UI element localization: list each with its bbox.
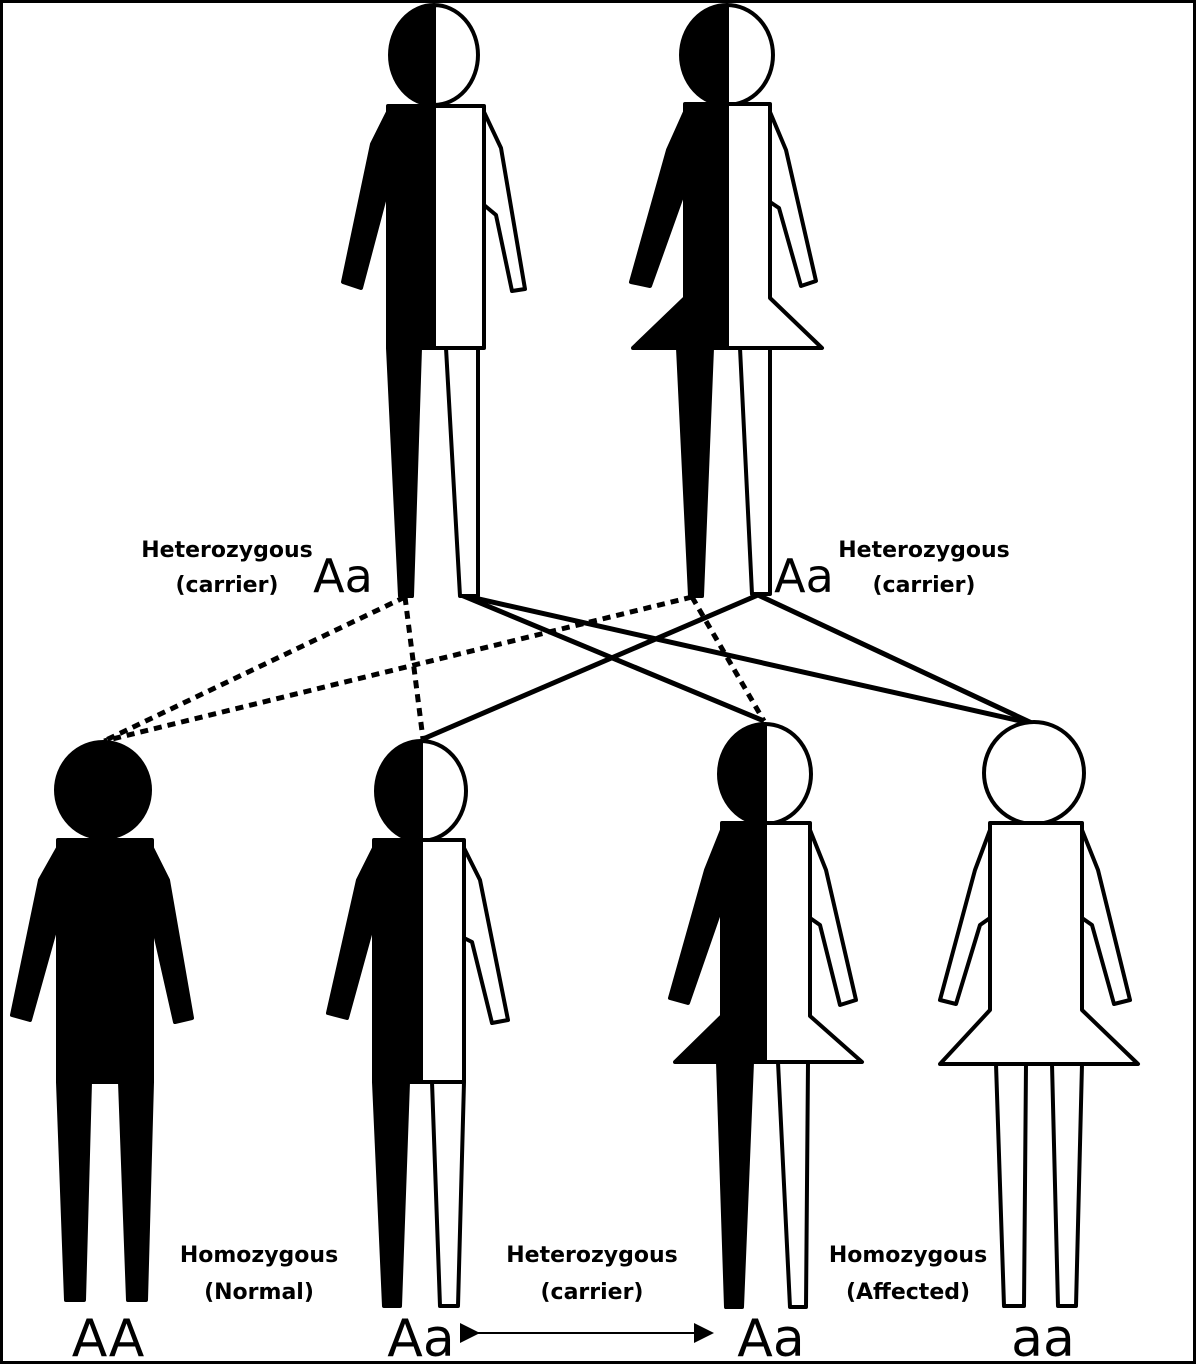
mother-figure [629,3,824,598]
homozygous-affected-sublabel: (Affected) [846,1280,970,1305]
heterozygous-carrier-label: Heterozygous [506,1243,678,1268]
child-4-figure [938,720,1140,1308]
inheritance-lines [102,592,1036,744]
mother-type-label: Heterozygous [838,538,1010,563]
father-figure [341,3,527,598]
mother-genotype: Aa [774,549,834,603]
child-3-genotype: Aa [737,1309,804,1364]
homozygous-normal-sublabel: (Normal) [204,1280,314,1305]
heterozygous-carrier-sublabel: (carrier) [540,1280,643,1305]
father-genotype: Aa [313,549,373,603]
child-2-figure [326,739,510,1308]
father-type-label: Heterozygous [141,538,313,563]
recessive-allele-lines [422,592,1036,742]
mother-type-sublabel: (carrier) [872,573,975,598]
child-2-genotype: Aa [387,1309,454,1364]
homozygous-affected-label: Homozygous [829,1243,987,1268]
homozygous-normal-label: Homozygous [180,1243,338,1268]
child-4-genotype: aa [1011,1309,1075,1364]
dominant-allele-lines [102,594,767,744]
child-1-genotype: AA [72,1309,145,1364]
child-3-figure [668,722,864,1309]
child-1-figure [10,740,194,1302]
father-type-sublabel: (carrier) [175,573,278,598]
